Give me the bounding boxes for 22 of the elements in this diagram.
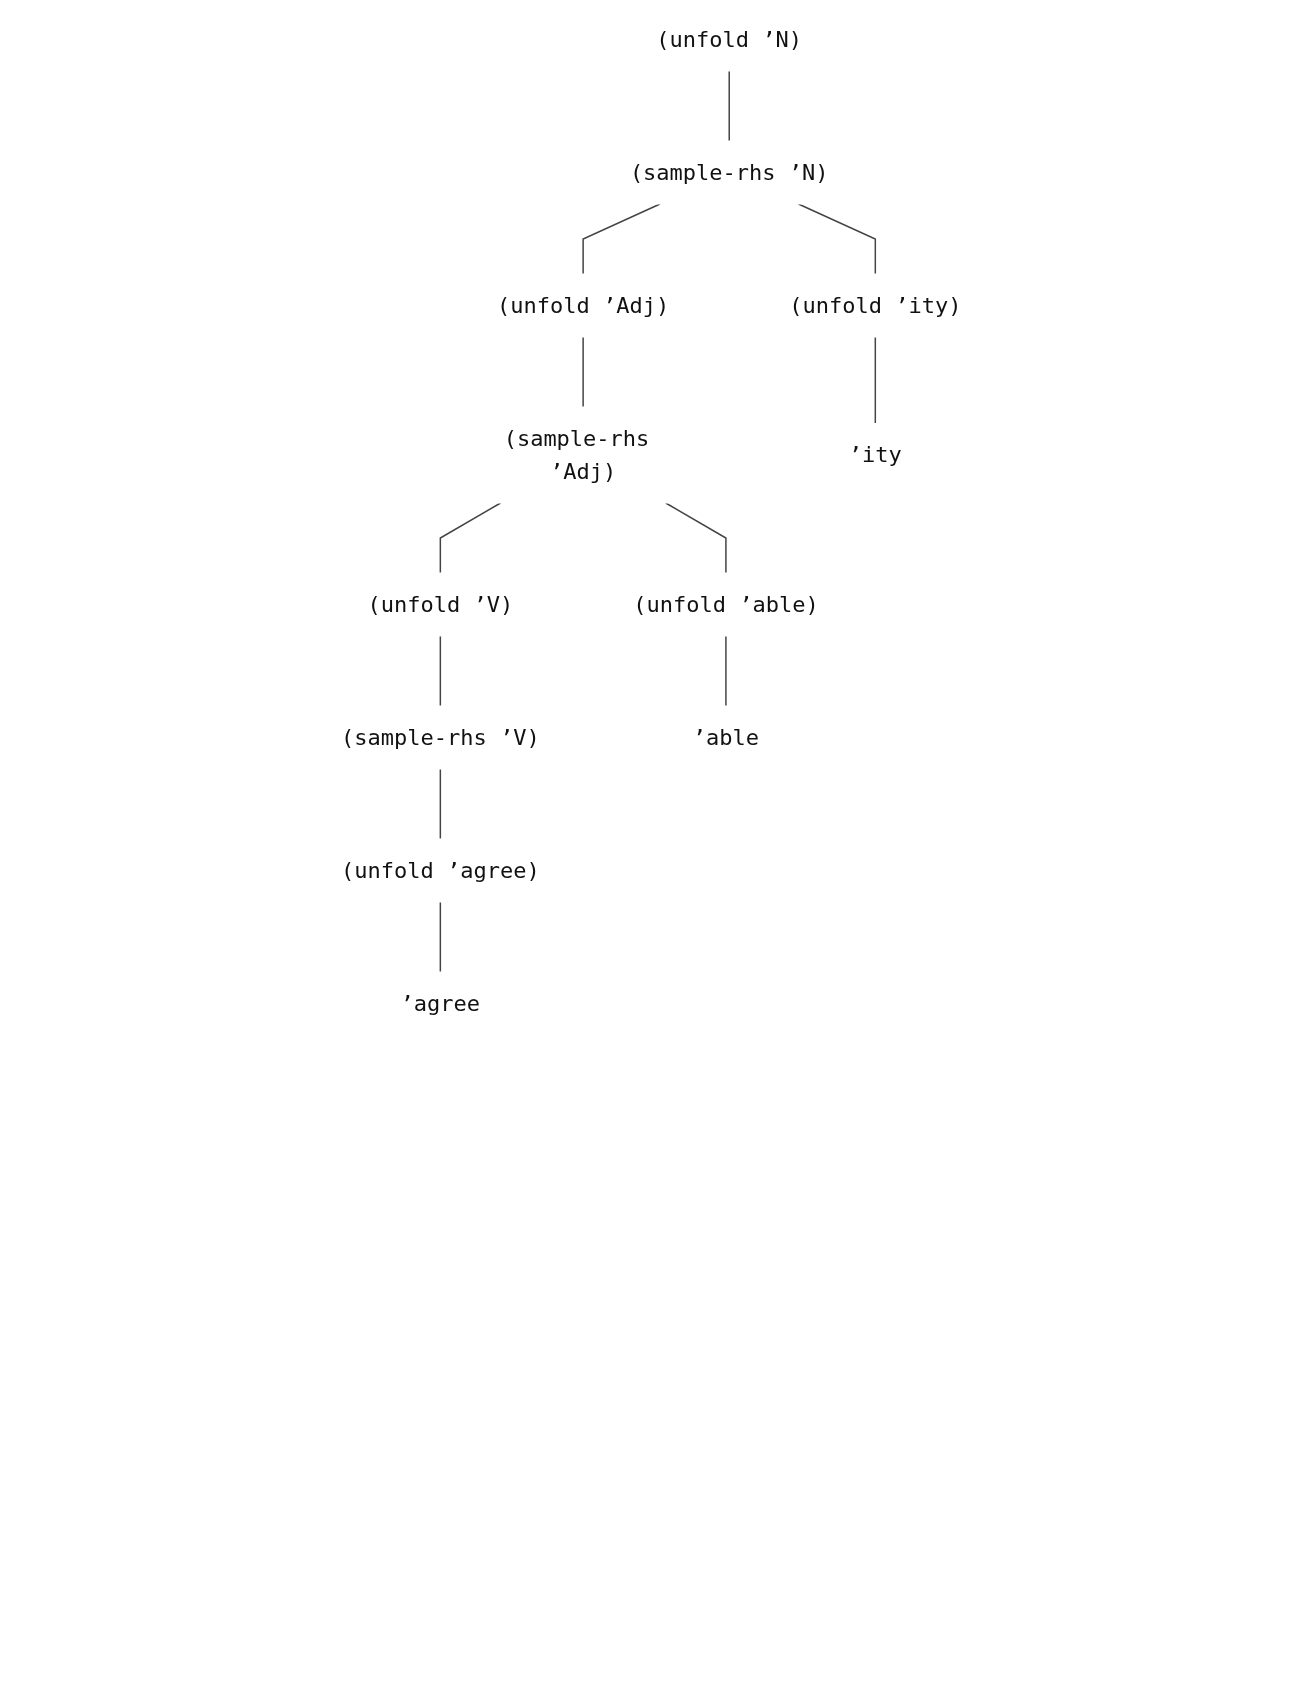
- connector: [439, 502, 502, 574]
- connector: [439, 768, 441, 840]
- connector: [439, 635, 441, 707]
- connector: [582, 336, 584, 408]
- node-text: ’agree: [400, 990, 480, 1016]
- node-text: (sample-rhs ’N): [629, 160, 829, 185]
- node-text: (unfold ’able): [632, 591, 819, 617]
- node-text: (unfold ’agree): [340, 857, 540, 883]
- connector: [874, 336, 876, 425]
- node-text: (unfold ’Adj): [496, 293, 670, 318]
- node-text: ’able: [692, 724, 759, 750]
- node-text: ’ity: [848, 442, 902, 468]
- connector: [664, 502, 727, 574]
- connector: [439, 901, 441, 973]
- node-text: (sample-rhs ’Adj): [503, 425, 650, 484]
- connector: [728, 70, 730, 142]
- connector: [724, 635, 727, 707]
- node-text: (unfold ’ity): [789, 293, 962, 318]
- node-text: (unfold ’V): [367, 591, 513, 617]
- node-text: (unfold ’N): [656, 27, 802, 52]
- connector: [582, 203, 661, 275]
- node-text: (sample-rhs ’V): [340, 724, 540, 750]
